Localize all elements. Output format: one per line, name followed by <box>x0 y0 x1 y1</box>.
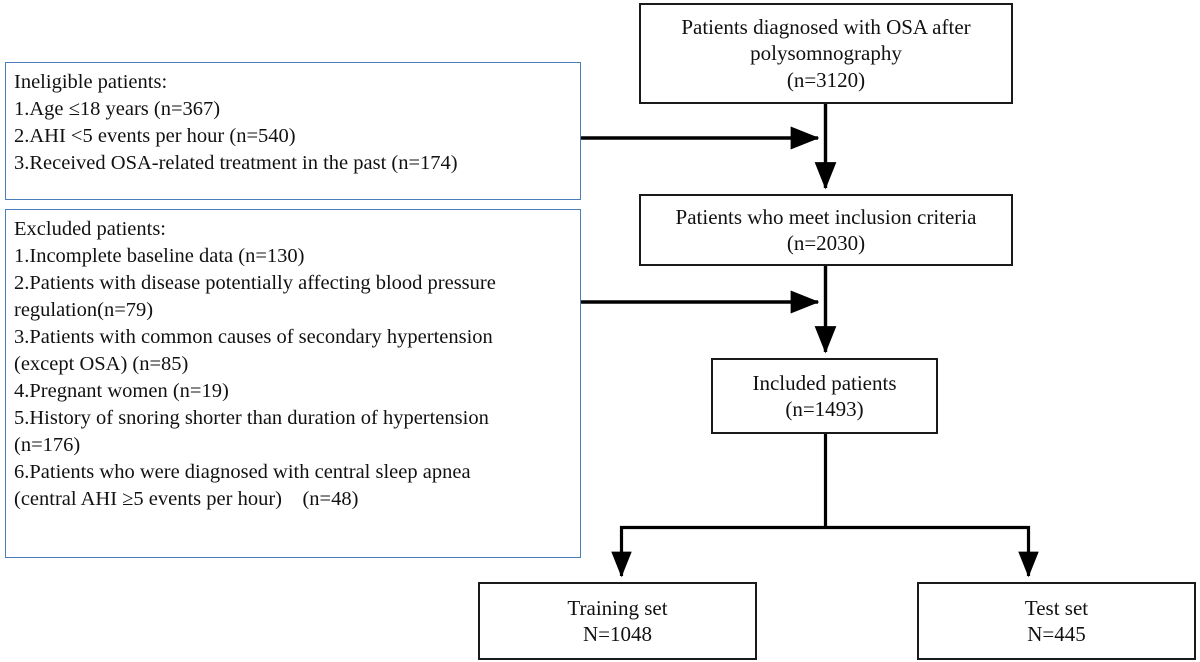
node-excluded-item-3a: 3.Patients with common causes of seconda… <box>14 325 493 348</box>
node-test-label: Test set <box>1024 595 1089 620</box>
node-included-patients: Included patients (n=1493) <box>711 358 938 434</box>
node-test-set: Test set N=445 <box>917 582 1196 660</box>
node-excluded-item-1: 1.Incomplete baseline data (n=130) <box>14 244 305 267</box>
node-test-count: N=445 <box>1027 622 1086 646</box>
node-screened-line-2: polysomnography <box>750 41 902 66</box>
node-included-line-2: (n=1493) <box>785 397 864 421</box>
node-excluded-item-2b: regulation(n=79) <box>14 298 154 321</box>
node-screened-line-3: (n=3120) <box>786 67 866 92</box>
node-ineligible-item-1: 1.Age ≤18 years (n=367) <box>14 97 221 120</box>
node-screened-patients: Patients diagnosed with OSA after polyso… <box>639 3 1013 104</box>
node-excluded-item-3b: (except OSA) (n=85) <box>14 352 189 375</box>
node-excluded-item-5b: (n=176) <box>14 433 81 456</box>
node-excluded-heading: Excluded patients: <box>14 218 166 240</box>
node-excluded-item-4: 4.Pregnant women (n=19) <box>14 379 229 402</box>
node-training-set: Training set N=1048 <box>478 582 757 660</box>
node-excluded-item-5a: 5.History of snoring shorter than durati… <box>14 406 489 429</box>
node-ineligible-patients: Ineligible patients: 1.Age ≤18 years (n=… <box>5 62 581 200</box>
node-excluded-patients: Excluded patients: 1.Incomplete baseline… <box>5 209 581 558</box>
node-excluded-text-block: Excluded patients: 1.Incomplete baseline… <box>6 210 496 512</box>
node-ineligible-item-3: 3.Received OSA-related treatment in the … <box>14 151 458 174</box>
node-included-line-1: Included patients <box>752 370 897 395</box>
node-inclusion-line-2: (n=2030) <box>786 231 866 255</box>
node-ineligible-item-2: 2.AHI <5 events per hour (n=540) <box>14 124 296 147</box>
node-excluded-item-2a: 2.Patients with disease potentially affe… <box>14 271 496 294</box>
node-training-label: Training set <box>567 595 668 620</box>
node-ineligible-heading: Ineligible patients: <box>14 71 168 93</box>
node-excluded-item-6a: 6.Patients who were diagnosed with centr… <box>14 460 471 483</box>
node-inclusion-criteria: Patients who meet inclusion criteria (n=… <box>639 194 1013 266</box>
node-excluded-item-6b: (central AHI ≥5 events per hour) (n=48) <box>14 487 359 510</box>
node-ineligible-text-block: Ineligible patients: 1.Age ≤18 years (n=… <box>6 63 458 177</box>
node-screened-line-1: Patients diagnosed with OSA after <box>681 14 971 39</box>
node-inclusion-line-1: Patients who meet inclusion criteria <box>675 204 977 229</box>
node-training-count: N=1048 <box>582 622 652 646</box>
